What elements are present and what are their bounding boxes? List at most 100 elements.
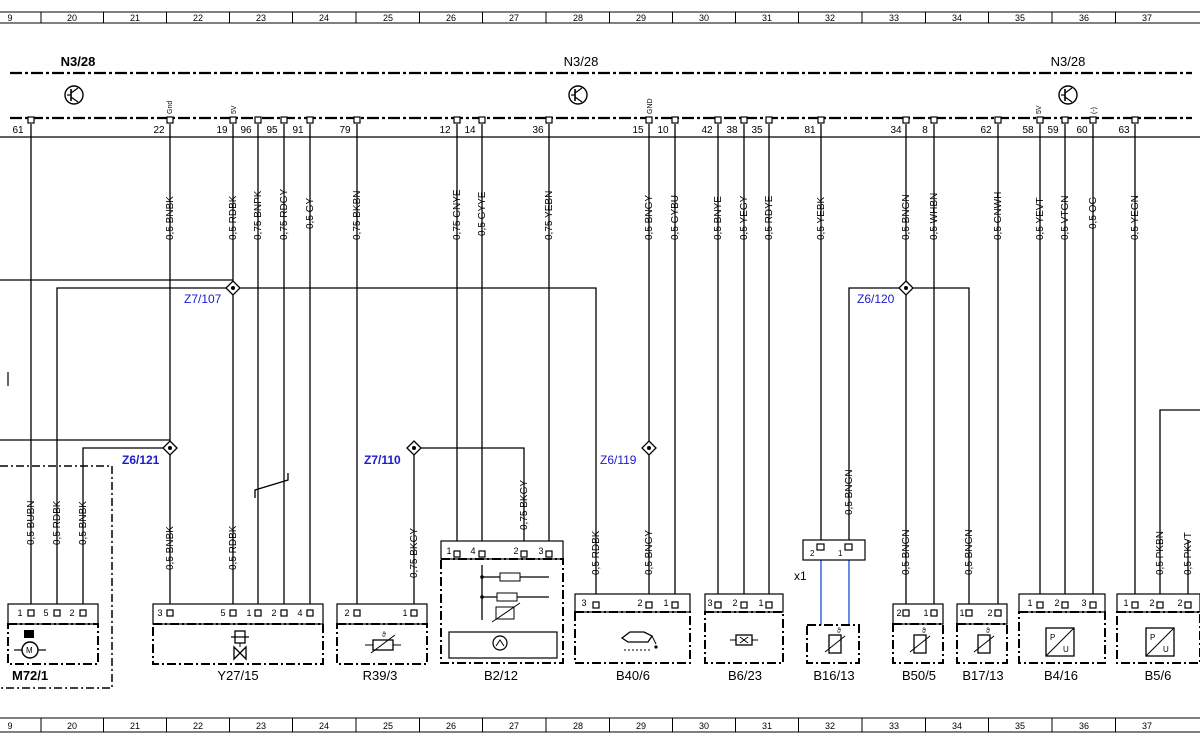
ecu-pin-marker [229, 116, 237, 124]
connector-x1-label: x1 [794, 569, 807, 583]
svg-text:P: P [1050, 633, 1055, 642]
component-pin: 1 [446, 546, 451, 556]
ecu-pin: 22 [153, 125, 165, 136]
component-pin: 2 [732, 598, 737, 608]
component-pin-marker [1036, 601, 1044, 609]
splice-node-z6-119 [641, 440, 657, 456]
component-pin-marker [353, 609, 361, 617]
ecu-pin-marker [671, 116, 679, 124]
wire-label: 0,5 PKBN [1155, 531, 1166, 575]
component-pin: 2 [1177, 598, 1182, 608]
component-pin-marker [714, 601, 722, 609]
ecu-pin: 8 [922, 125, 928, 136]
component-label: B2/12 [484, 668, 518, 683]
heater-resistor-icon: ϑ [365, 632, 401, 654]
component-pin-marker [53, 609, 61, 617]
ecu-pin: 61 [12, 125, 24, 136]
grid-number: 9 [7, 721, 12, 731]
component-pin: 2 [987, 608, 992, 618]
ecu-pin-label-minus: (-) [1091, 107, 1098, 114]
ecu-pin-marker [453, 116, 461, 124]
ecu-pin: 42 [701, 125, 713, 136]
wire-label: 0,5 YEBK [816, 196, 827, 240]
component-pin-marker [740, 601, 748, 609]
grid-number: 26 [446, 13, 456, 23]
ecu-pin-label-5v: 5V [1036, 105, 1043, 114]
grid-number: 23 [256, 13, 266, 23]
splice-label: Z7/107 [184, 292, 222, 306]
grid-number: 21 [130, 721, 140, 731]
transistor-icon [64, 85, 84, 105]
ecu-pin-marker [478, 116, 486, 124]
component-pin: 3 [581, 598, 586, 608]
svg-text:P: P [1150, 633, 1155, 642]
ecu-pin-marker [353, 116, 361, 124]
component-pin-marker [280, 609, 288, 617]
ecu-pin: 15 [632, 125, 644, 136]
component-pin: 2 [69, 608, 74, 618]
grid-number: 24 [319, 721, 329, 731]
grid-number: 35 [1015, 13, 1025, 23]
bottom-grid-bar [0, 717, 1200, 733]
component-pin-marker [1089, 601, 1097, 609]
component-label: B40/6 [616, 668, 650, 683]
grid-number: 28 [573, 721, 583, 731]
wire-label: 0,5 RDBK [52, 500, 63, 545]
ecu-pin: 19 [216, 125, 228, 136]
grid-number: 21 [130, 13, 140, 23]
temperature-sensor-icon: ϑ [909, 628, 931, 654]
component-label: B5/6 [1145, 668, 1172, 683]
wire-label: 0,5 OG [1088, 197, 1099, 229]
wire-label: 0,5 YEGN [1130, 195, 1141, 240]
ecu-pin-marker [994, 116, 1002, 124]
ecu-pin: 81 [804, 125, 816, 136]
component-pin-marker [254, 609, 262, 617]
wire-label: 0,5 GYYE [477, 191, 488, 236]
component-pin: 3 [538, 546, 543, 556]
grid-number: 27 [509, 721, 519, 731]
connector-x1: 2 1 [802, 539, 866, 561]
component-pin-marker [645, 601, 653, 609]
ecu-pin: 35 [751, 125, 763, 136]
wire-label: 0,75 YEBN [544, 191, 555, 240]
ecu-pin: 10 [657, 125, 669, 136]
component-pin-marker [79, 609, 87, 617]
component-y27-15 [152, 603, 324, 665]
splice-label: Z6/119 [600, 453, 637, 467]
ecu-pin: 36 [532, 125, 544, 136]
grid-number: 22 [193, 13, 203, 23]
component-pin-marker [306, 609, 314, 617]
component-pin-marker [545, 550, 553, 558]
ecu-pin: 58 [1022, 125, 1034, 136]
splice-node-z7-107 [225, 280, 241, 296]
component-label: B4/16 [1044, 668, 1078, 683]
component-pin: 2 [637, 598, 642, 608]
wire-label: 0,5 YEGY [739, 195, 750, 240]
component-pin: 2 [513, 546, 518, 556]
ecu-pin-marker [280, 116, 288, 124]
wire-label: 0,75 BKBN [352, 191, 363, 240]
component-pin-marker [1131, 601, 1139, 609]
ecu-pin-marker [765, 116, 773, 124]
splice-label: Z6/121 [122, 453, 160, 467]
ecu-pin-marker [1131, 116, 1139, 124]
wire-label: 0,5 GY [305, 198, 316, 229]
component-pin: 1 [1027, 598, 1032, 608]
grid-number: 29 [636, 721, 646, 731]
component-pin: 2 [896, 608, 901, 618]
component-pin: 3 [707, 598, 712, 608]
transistor-icon [1058, 85, 1078, 105]
svg-text:ϑ: ϑ [837, 628, 841, 635]
ecu-pin-marker [714, 116, 722, 124]
ecu-pin-marker [930, 116, 938, 124]
ecu-pin-marker [306, 116, 314, 124]
ecu-pin: 59 [1047, 125, 1059, 136]
component-pin: 1 [17, 608, 22, 618]
component-pin-marker [1061, 601, 1069, 609]
wire-label: 0,5 BNBK [165, 196, 176, 240]
grid-number: 26 [446, 721, 456, 731]
grid-number: 31 [762, 721, 772, 731]
ecu-pin: 14 [464, 125, 476, 136]
